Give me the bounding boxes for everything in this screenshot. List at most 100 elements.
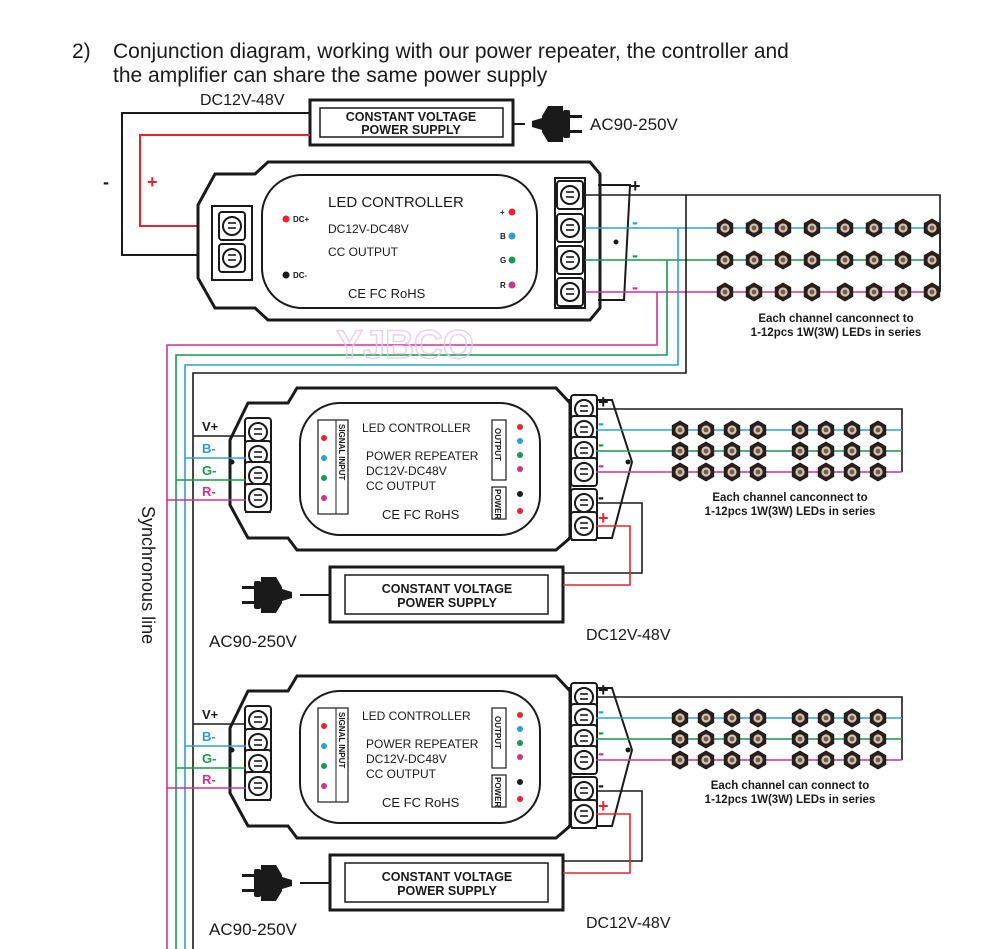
signal-input-label: SIGNAL INPUT <box>337 424 346 480</box>
led-icon <box>791 420 809 440</box>
led-icon <box>791 750 809 770</box>
led-icon <box>749 420 767 440</box>
ps-line1: CONSTANT VOLTAGE <box>382 870 513 884</box>
led-note-line1: Each channel can connect to <box>711 780 869 792</box>
top-ps-line1: CONSTANT VOLTAGE <box>346 110 477 124</box>
dc-range: DC12V-48V <box>586 627 671 644</box>
led-icon <box>843 441 861 461</box>
led-icon <box>803 250 821 270</box>
led-controller: LED CONTROLLER DC12V-DC48V CC OUTPUT DC+… <box>196 160 632 322</box>
channel-plus-label: + <box>500 208 505 217</box>
led-icon <box>749 750 767 770</box>
top-dc-range: DC12V-48V <box>200 92 285 109</box>
led-icon <box>923 282 941 302</box>
led-icon <box>843 750 861 770</box>
led-icon <box>723 750 741 770</box>
led-note-line1: Each channel canconnect to <box>712 492 867 504</box>
led-icon <box>836 282 854 302</box>
top-ac-range: AC90-250V <box>590 115 679 134</box>
led-icon <box>774 282 792 302</box>
top-plus-sign: + <box>147 172 158 192</box>
out-b-sign: - <box>632 212 638 232</box>
repeater-subtitle: POWER REPEATER <box>366 737 479 751</box>
led-icon <box>836 218 854 238</box>
led-icon <box>865 218 883 238</box>
led-icon <box>697 729 715 749</box>
led-icon <box>749 708 767 728</box>
led-icon <box>843 420 861 440</box>
repeater-out-sign: - <box>598 413 604 433</box>
led-icon <box>894 282 912 302</box>
led-icon <box>671 420 689 440</box>
led-icon <box>843 462 861 482</box>
repeater-input-label: G- <box>202 751 216 766</box>
led-icon <box>671 750 689 770</box>
controller-certs: CE FC RoHS <box>348 286 426 301</box>
channel-b-label: B <box>500 232 506 241</box>
led-icon <box>817 420 835 440</box>
out-g-sign: - <box>632 245 638 265</box>
led-icon <box>791 729 809 749</box>
repeater-out-sign: - <box>598 434 604 454</box>
led-icon <box>749 729 767 749</box>
repeater-certs: CE FC RoHS <box>382 795 460 810</box>
led-icon <box>817 462 835 482</box>
top-minus-sign: - <box>103 172 109 192</box>
led-icon <box>865 250 883 270</box>
repeater-input-label: V+ <box>202 419 219 434</box>
led-icon <box>923 218 941 238</box>
led-icon <box>723 441 741 461</box>
led-icon <box>791 462 809 482</box>
repeater-output: CC OUTPUT <box>366 479 437 493</box>
repeater-out-sign: - <box>598 455 604 475</box>
channel-r-label: R <box>500 281 506 290</box>
led-icon <box>817 708 835 728</box>
led-icon <box>723 729 741 749</box>
power-label: POWER <box>493 777 502 807</box>
led-icon <box>791 708 809 728</box>
led-icon <box>697 750 715 770</box>
dc-plus-terminal <box>218 211 246 241</box>
repeater-power-plus: + <box>598 508 609 528</box>
ac-plug-icon <box>242 577 292 613</box>
led-icon <box>869 462 887 482</box>
repeater-out-sign: - <box>598 743 604 763</box>
repeater-input-label: B- <box>202 729 216 744</box>
led-icon <box>869 729 887 749</box>
repeater-power-minus: - <box>598 775 604 795</box>
watermark: YJBCO <box>336 323 474 367</box>
led-note-line2: 1-12pcs 1W(3W) LEDs in series <box>705 506 876 518</box>
title-line1: Conjunction diagram, working with our po… <box>113 40 789 63</box>
led-note-line2: 1-12pcs 1W(3W) LEDs in series <box>705 794 876 806</box>
ps-line2: POWER SUPPLY <box>397 596 497 610</box>
led-icon <box>817 750 835 770</box>
led-icon <box>716 250 734 270</box>
led-icon <box>817 729 835 749</box>
dc-plus-label: DC+ <box>293 215 310 224</box>
repeater-out-sign: + <box>598 680 609 700</box>
output-label: OUTPUT <box>493 428 502 461</box>
dc-minus-terminal <box>218 243 246 273</box>
led-icon <box>817 441 835 461</box>
led-icon <box>671 729 689 749</box>
led-icon <box>749 441 767 461</box>
led-icon <box>843 708 861 728</box>
led-icon <box>774 218 792 238</box>
ps-line2: POWER SUPPLY <box>397 884 497 898</box>
led-icon <box>791 441 809 461</box>
channel-g-label: G <box>500 256 506 265</box>
led-icon <box>843 729 861 749</box>
led-icon <box>745 218 763 238</box>
controller-voltage: DC12V-DC48V <box>328 222 409 236</box>
led-icon <box>697 420 715 440</box>
repeater-input-label: R- <box>202 772 216 787</box>
ac-range: AC90-250V <box>209 632 298 651</box>
led-icon <box>869 750 887 770</box>
led-icon <box>836 250 854 270</box>
led-icon <box>723 420 741 440</box>
title-number: 2) <box>72 40 91 63</box>
